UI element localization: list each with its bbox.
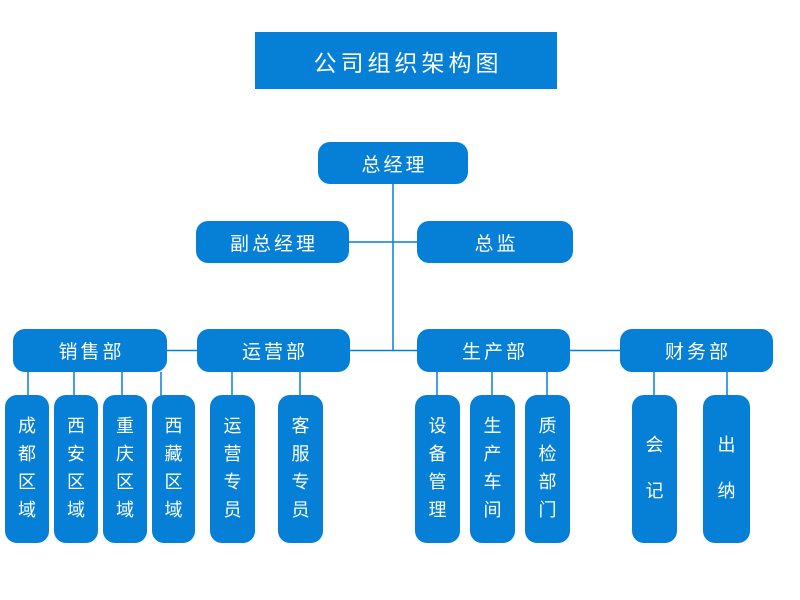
node-deputy-general-manager: 副总经理 bbox=[196, 221, 349, 263]
node-equipment-management: 设备管理 bbox=[415, 395, 460, 543]
node-quality-inspection: 质检部门 bbox=[525, 395, 570, 543]
node-customer-service-specialist: 客服专员 bbox=[278, 395, 323, 543]
node-operations-specialist: 运营专员 bbox=[210, 395, 255, 543]
node-cashier: 出纳 bbox=[703, 395, 750, 543]
chart-title: 公司组织架构图 bbox=[255, 32, 557, 89]
node-chengdu-region: 成都区域 bbox=[5, 395, 49, 543]
node-dept-finance: 财务部 bbox=[620, 329, 773, 372]
node-dept-sales: 销售部 bbox=[13, 329, 167, 372]
node-dept-operations: 运营部 bbox=[197, 329, 350, 372]
node-xian-region: 西安区域 bbox=[54, 395, 98, 543]
node-chongqing-region: 重庆区域 bbox=[103, 395, 147, 543]
node-tibet-region: 西藏区域 bbox=[152, 395, 195, 543]
node-general-manager: 总经理 bbox=[318, 142, 468, 184]
node-director: 总监 bbox=[417, 221, 573, 263]
node-accountant: 会记 bbox=[632, 395, 677, 543]
node-production-workshop: 生产车间 bbox=[470, 395, 515, 543]
node-dept-production: 生产部 bbox=[417, 329, 570, 372]
